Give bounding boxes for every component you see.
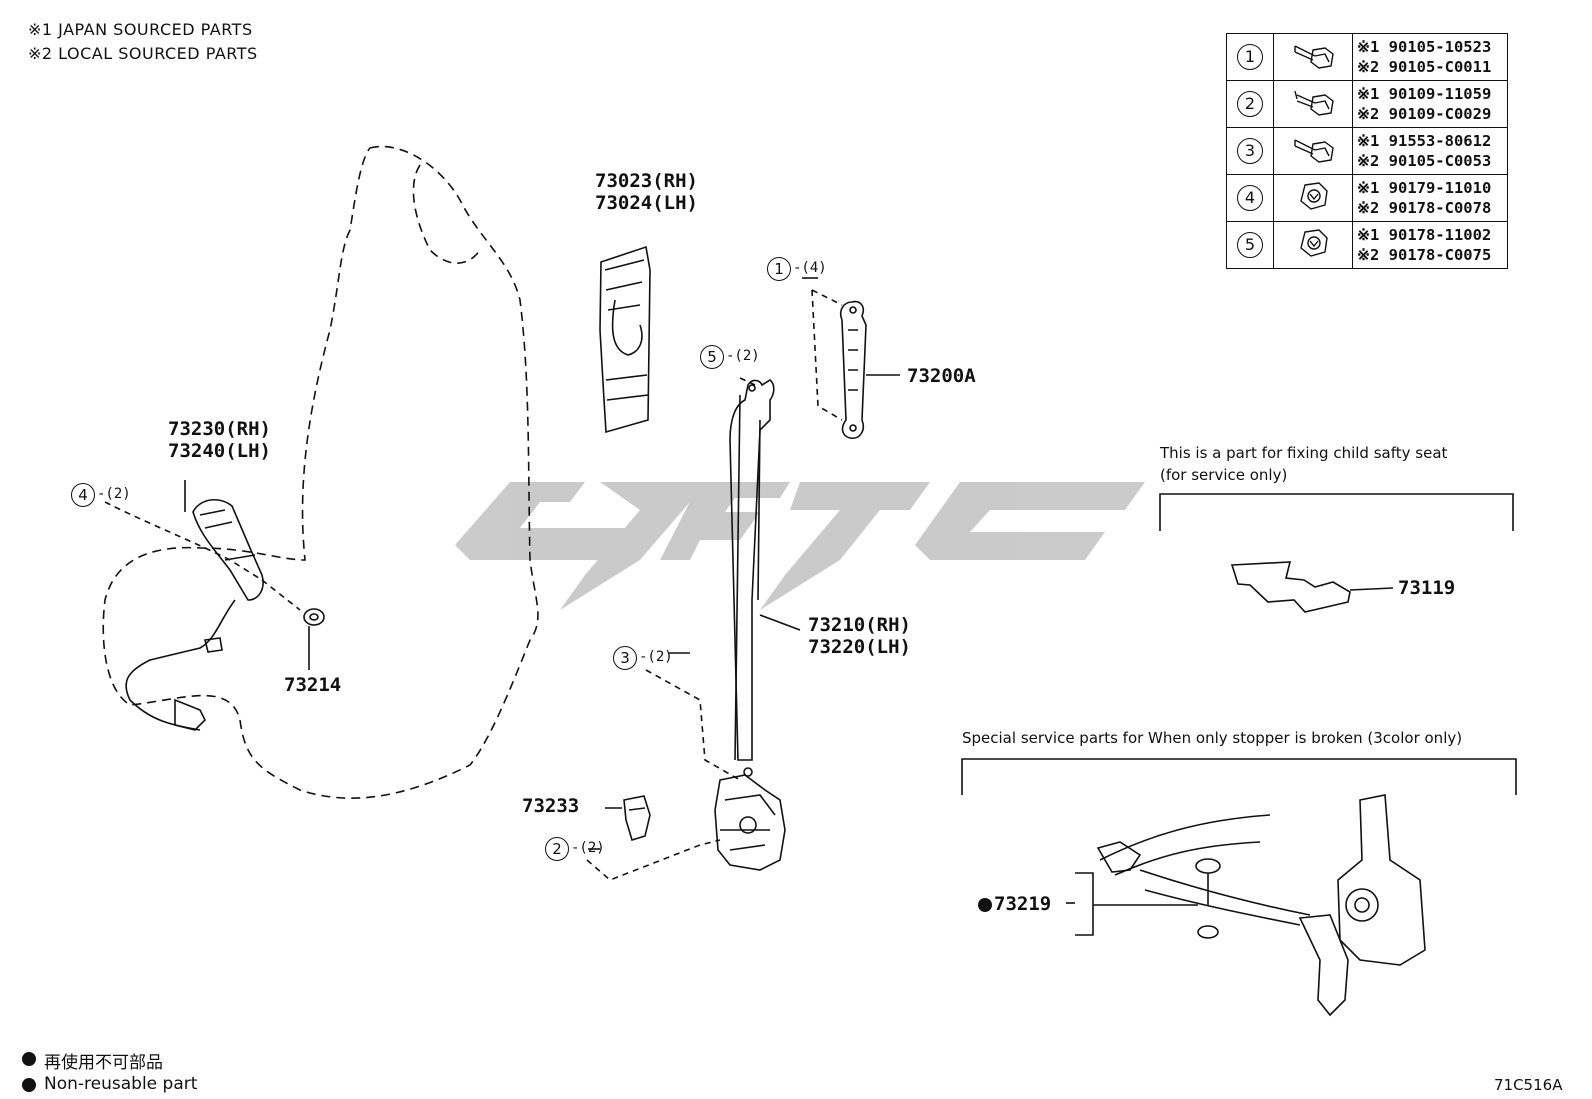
callout-quantity: -(4)	[793, 260, 827, 276]
washer	[303, 608, 325, 626]
japan-part-number: ※1 90179-11010	[1357, 179, 1492, 197]
japan-part-number: ※1 91553-80612	[1357, 132, 1492, 150]
fastener-number: 3	[1237, 138, 1263, 164]
special-service-bracket	[961, 758, 1517, 795]
table-row: 1 ※1 90105-10523 ※2 90105-C0011	[1226, 33, 1508, 81]
child-seat-note-line1: This is a part for fixing child safty se…	[1160, 444, 1448, 462]
part-label-73214: 73214	[284, 674, 342, 696]
child-seat-bracket	[1159, 493, 1514, 531]
fastener-number: 2	[1237, 91, 1263, 117]
figure-code: 71C516A	[1494, 1076, 1563, 1094]
callout-fastener-3: 3	[613, 646, 637, 670]
fastener-number: 5	[1237, 232, 1263, 258]
local-part-number: ※2 90109-C0029	[1357, 105, 1492, 123]
japan-part-number: ※1 90105-10523	[1357, 38, 1492, 56]
table-row: 3 ※1 91553-80612 ※2 90105-C0053	[1226, 127, 1508, 175]
callout-fastener-1: 1	[767, 257, 791, 281]
table-row: 2 ※1 90109-11059 ※2 90109-C0029	[1226, 80, 1508, 128]
part-label-73233: 73233	[522, 795, 580, 817]
callout-fastener-4: 4	[71, 483, 95, 507]
pillar-garnish	[599, 245, 651, 434]
local-part-number: ※2 90105-C0053	[1357, 152, 1492, 170]
child-seat-note-line2: (for service only)	[1160, 466, 1288, 484]
fastener-number: 4	[1237, 185, 1263, 211]
watermark-logo	[455, 482, 1145, 610]
seat-belt-assembly	[714, 379, 801, 871]
callout-quantity: -(2)	[639, 649, 673, 665]
legend-japanese: 再使用不可部品	[44, 1053, 163, 1073]
table-row: 4 ※1 90179-11010 ※2 90178-C0078	[1226, 174, 1508, 222]
non-reusable-marker	[978, 898, 992, 912]
callout-fastener-5: 5	[700, 345, 724, 369]
table-row: 5 ※1 90178-11002 ※2 90178-C0075	[1226, 221, 1508, 269]
part-label-73210: 73210(RH)	[808, 614, 911, 636]
part-label-73220: 73220(LH)	[808, 636, 911, 658]
nut-icon	[1300, 182, 1328, 210]
local-part-number: ※2 90105-C0011	[1357, 58, 1492, 76]
fastener-number: 1	[1237, 44, 1263, 70]
callout-fastener-2: 2	[545, 837, 569, 861]
note-local-sourced: ※2 LOCAL SOURCED PARTS	[28, 44, 258, 63]
part-label-73219: 73219	[994, 893, 1052, 915]
part-label-73119: 73119	[1398, 577, 1456, 599]
local-part-number: ※2 90178-C0075	[1357, 246, 1492, 264]
legend-dot	[22, 1078, 36, 1092]
shoulder-adjuster	[811, 289, 900, 440]
japan-part-number: ※1 90109-11059	[1357, 85, 1492, 103]
japan-part-number: ※1 90178-11002	[1357, 226, 1492, 244]
callout-quantity: -(2)	[97, 486, 131, 502]
buckle-assembly	[125, 480, 264, 731]
local-part-number: ※2 90178-C0078	[1357, 199, 1492, 217]
part-label-73240: 73240(LH)	[168, 440, 271, 462]
bolt-icon	[1294, 45, 1334, 69]
stopper-detail	[1066, 794, 1426, 1017]
special-service-note: Special service parts for When only stop…	[962, 729, 1463, 747]
seat-outline	[102, 145, 539, 799]
legend-english: Non-reusable part	[44, 1074, 198, 1094]
legend-dot	[22, 1052, 36, 1066]
belt-cover	[623, 795, 651, 842]
bolt-icon	[1294, 139, 1334, 163]
note-japan-sourced: ※1 JAPAN SOURCED PARTS	[28, 20, 253, 39]
part-label-73230: 73230(RH)	[168, 418, 271, 440]
callout-quantity: -(2)	[571, 840, 605, 856]
part-label-73200a: 73200A	[907, 365, 976, 387]
nut-icon	[1300, 229, 1328, 257]
callout-quantity: -(2)	[726, 348, 760, 364]
child-seat-part	[1230, 561, 1351, 613]
fastener-table: 1 ※1 90105-10523 ※2 90105-C0011 2 ※1 9010…	[1226, 33, 1508, 269]
part-label-73023: 73023(RH)	[595, 170, 698, 192]
part-label-73024: 73024(LH)	[595, 192, 698, 214]
bolt-icon	[1294, 90, 1334, 116]
